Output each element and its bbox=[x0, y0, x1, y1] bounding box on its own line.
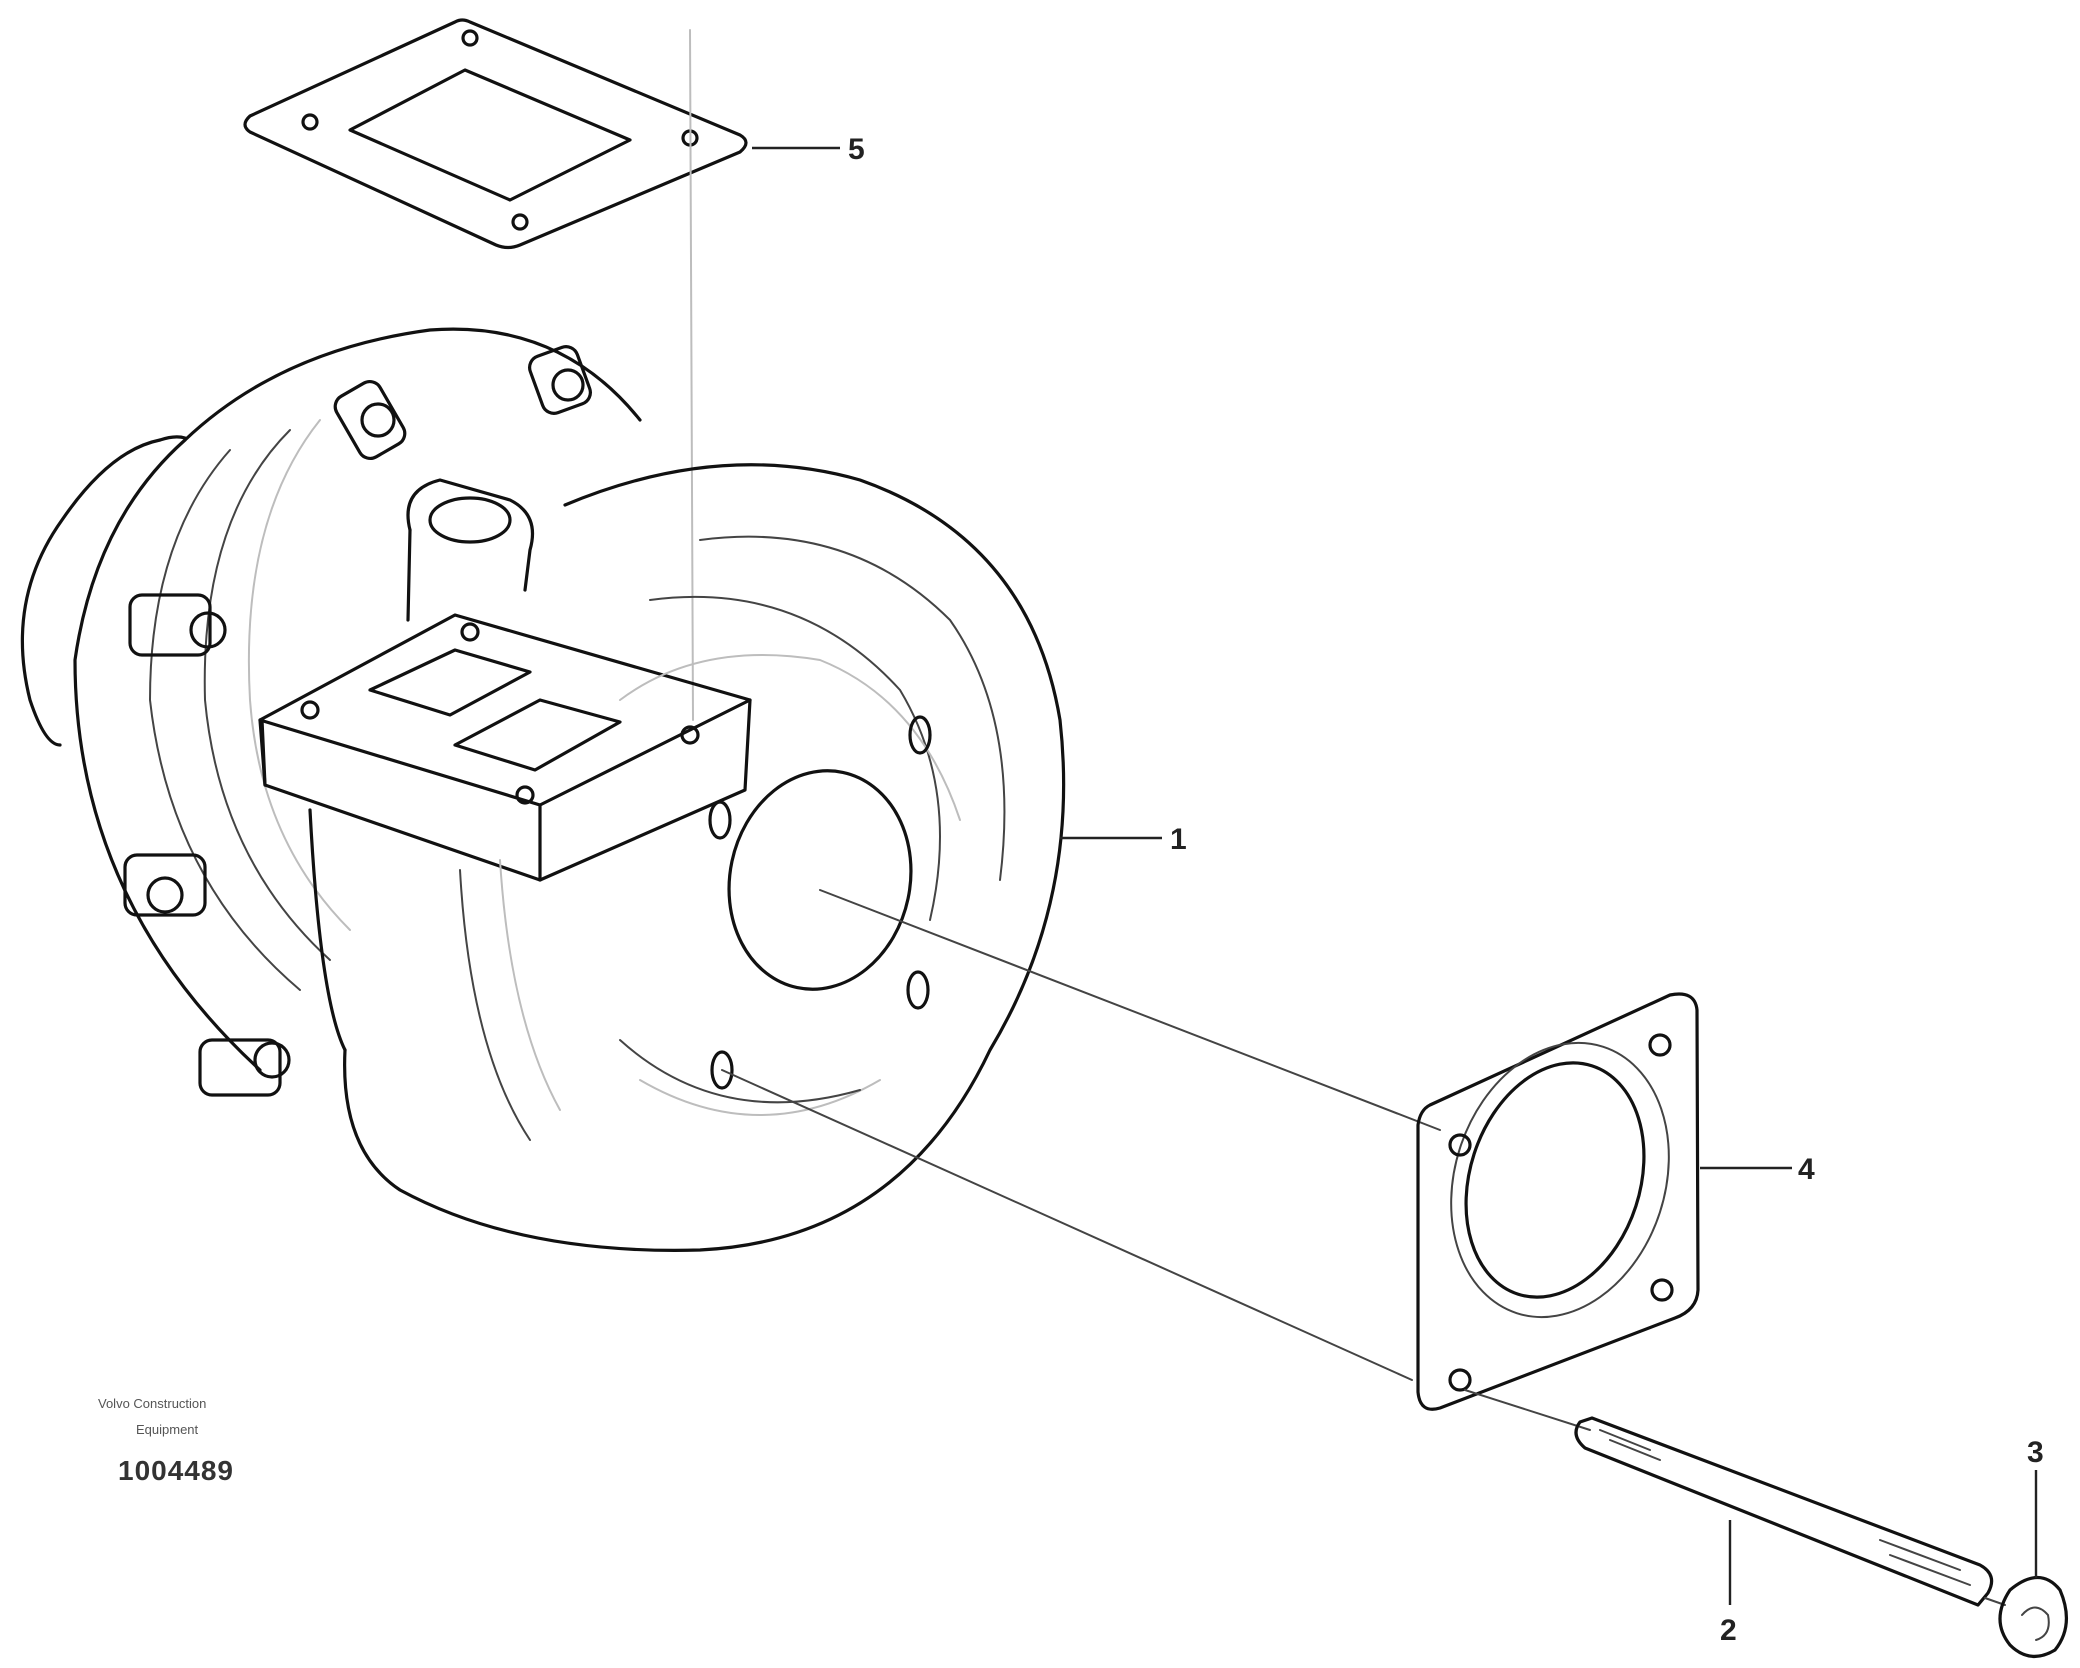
turbine-inlet-flange bbox=[258, 613, 752, 882]
assembly-line-lower bbox=[721, 1069, 1413, 1381]
callout-2: 2 bbox=[1720, 1614, 1737, 1647]
caption-company-line2: Equipment bbox=[136, 1422, 199, 1437]
housing-bolt-upper-right bbox=[528, 345, 592, 415]
stud-part-2[interactable] bbox=[1574, 1416, 1994, 1607]
assembly-line-vertical bbox=[689, 29, 694, 721]
housing-bolt-left bbox=[128, 593, 227, 657]
gasket-top-part-5[interactable] bbox=[243, 18, 748, 250]
callout-1: 1 bbox=[1170, 823, 1187, 856]
callout-4: 4 bbox=[1798, 1153, 1815, 1186]
turbocharger-part-1[interactable] bbox=[20, 327, 1066, 1252]
housing-bolt-upper bbox=[333, 379, 407, 461]
oil-port-boss bbox=[406, 478, 535, 622]
assembly-line-stud bbox=[1464, 1389, 1591, 1431]
drawing-caption: Volvo Construction Equipment 1004489 bbox=[98, 1396, 234, 1486]
callout-5: 5 bbox=[848, 133, 865, 166]
gasket-outlet-part-4[interactable] bbox=[1416, 992, 1703, 1411]
housing-bolt-bottom bbox=[198, 1038, 291, 1097]
caption-company-line1: Volvo Construction bbox=[98, 1396, 206, 1411]
housing-bolt-lower-left bbox=[123, 853, 207, 917]
assembly-line-upper bbox=[819, 889, 1441, 1131]
nut-part-3[interactable] bbox=[1998, 1576, 2069, 1658]
caption-drawing-id: 1004489 bbox=[118, 1455, 234, 1486]
callout-3: 3 bbox=[2027, 1436, 2044, 1469]
